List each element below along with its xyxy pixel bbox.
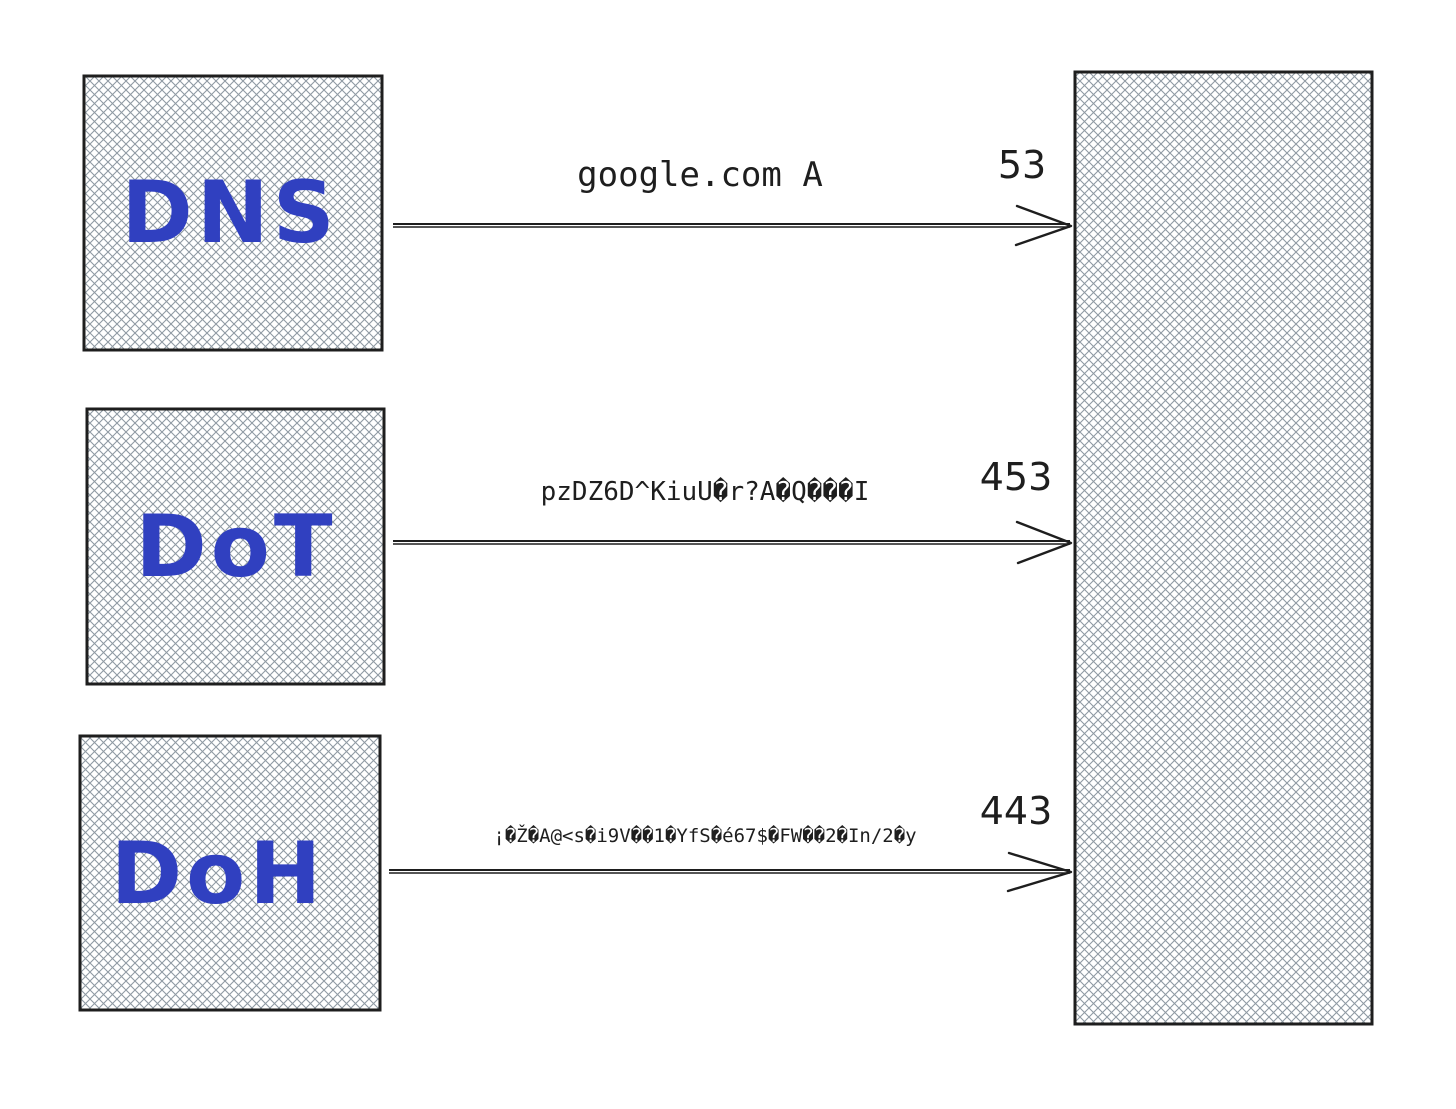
message-doh: ¡�Ž�A@<s�i9V��1�YfS�é67$�FW��2�In/2�y bbox=[493, 824, 916, 847]
client-box-dot: DoT bbox=[85, 407, 386, 686]
arrow-doh: ¡�Ž�A@<s�i9V��1�YfS�é67$�FW��2�In/2�y 44… bbox=[389, 789, 1073, 893]
port-doh: 443 bbox=[980, 789, 1053, 833]
client-box-dns: DNS bbox=[82, 74, 384, 352]
client-label-doh: DoH bbox=[111, 824, 325, 924]
arrow-dns: google.com A 53 bbox=[393, 143, 1073, 247]
server-box bbox=[1073, 70, 1374, 1026]
port-dot: 453 bbox=[980, 455, 1053, 499]
arrow-dot: pzDZ6D^KiuU�r?A�Q���I 453 bbox=[393, 455, 1073, 565]
message-dns: google.com A bbox=[577, 155, 823, 195]
message-dot: pzDZ6D^KiuU�r?A�Q���I bbox=[541, 476, 870, 507]
client-label-dns: DNS bbox=[121, 163, 338, 263]
port-dns: 53 bbox=[998, 143, 1046, 187]
client-label-dot: DoT bbox=[135, 497, 336, 597]
client-box-doh: DoH bbox=[78, 734, 382, 1012]
